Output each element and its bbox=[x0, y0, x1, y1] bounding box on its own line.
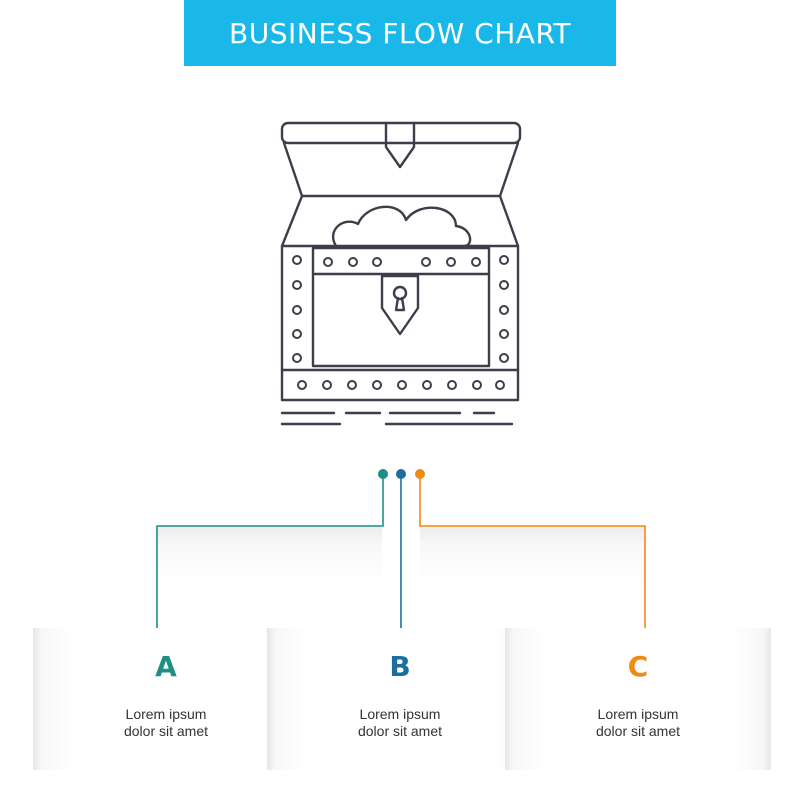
connector-a bbox=[156, 474, 384, 636]
node-letter-b: B bbox=[389, 650, 411, 683]
title-banner: BUSINESS FLOW CHART bbox=[184, 0, 616, 66]
node-description-c: Lorem ipsum dolor sit amet bbox=[595, 706, 681, 739]
dot-a bbox=[378, 469, 388, 479]
node-description-a: Lorem ipsum dolor sit amet bbox=[123, 706, 209, 739]
node-card-b: B Lorem ipsum dolor sit amet bbox=[267, 628, 533, 770]
dot-c bbox=[415, 469, 425, 479]
node-card-a: A Lorem ipsum dolor sit amet bbox=[33, 628, 299, 770]
node-description-b: Lorem ipsum dolor sit amet bbox=[357, 706, 443, 739]
chart-title: BUSINESS FLOW CHART bbox=[229, 16, 571, 50]
node-letter-a: A bbox=[155, 650, 177, 683]
node-letter-c: C bbox=[627, 650, 649, 683]
node-card-c: C Lorem ipsum dolor sit amet bbox=[505, 628, 771, 770]
bracket-shade-left bbox=[157, 526, 382, 586]
bracket-shade-right bbox=[420, 526, 645, 586]
dot-b bbox=[396, 469, 406, 479]
connector-c bbox=[419, 474, 646, 636]
